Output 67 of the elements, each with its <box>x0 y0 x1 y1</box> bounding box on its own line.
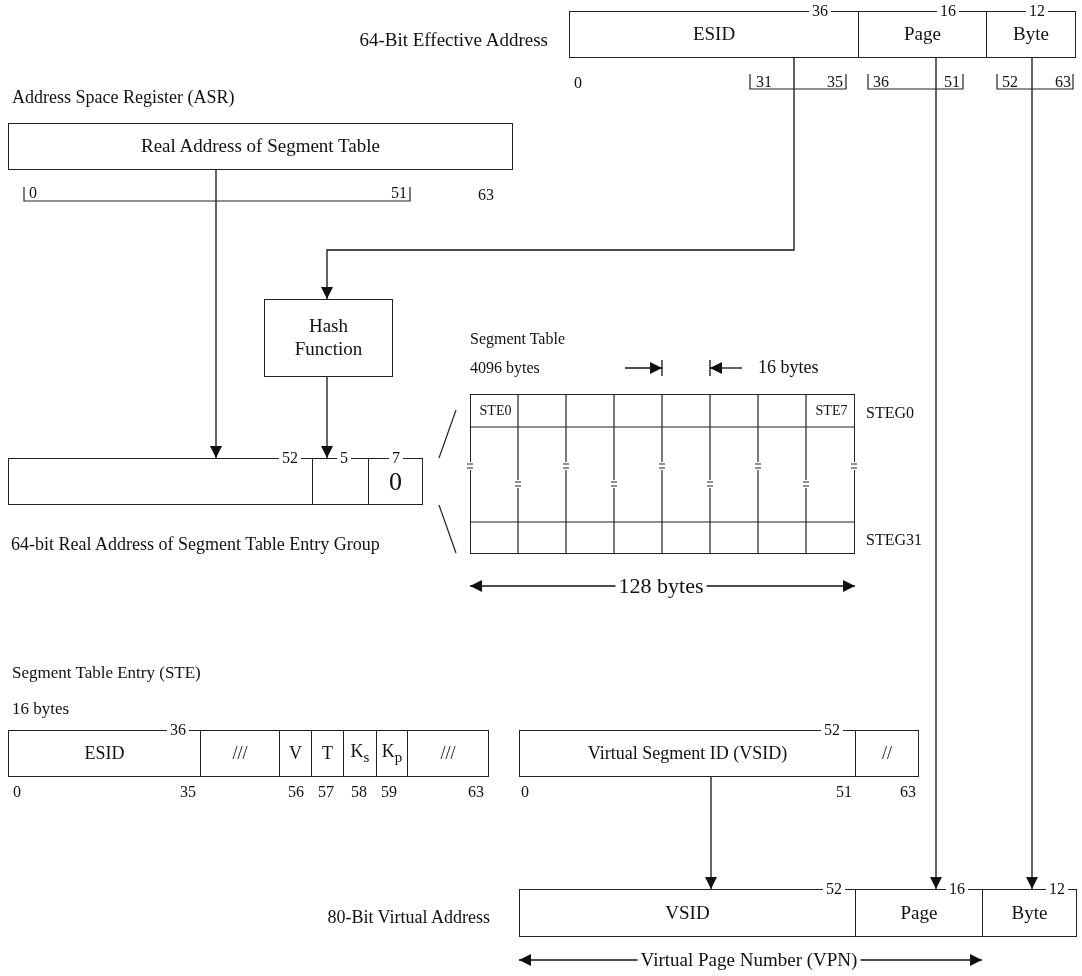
register-content: Real Address of Segment Table <box>141 135 380 158</box>
process-label: Hash Function <box>293 315 364 361</box>
field-name: ESID <box>692 23 736 46</box>
entry-field <box>855 730 919 777</box>
register-title: 64-Bit Effective Address <box>359 29 548 51</box>
arrow <box>321 57 795 300</box>
field-name: Byte <box>1013 23 1049 46</box>
table-title: Segment Table <box>470 330 565 348</box>
bit-number: 57 <box>318 783 334 801</box>
field-name: /// <box>232 742 248 765</box>
bit-number: 51 <box>836 783 852 801</box>
entry-field <box>343 730 377 777</box>
arrow <box>1026 57 1038 890</box>
field-name: ESID <box>84 742 125 765</box>
bit-number: 0 <box>574 74 582 92</box>
field-name: Page <box>904 23 941 46</box>
field-value: 0 <box>389 465 402 498</box>
field-name: Virtual Segment ID (VSID) <box>587 742 788 765</box>
bit-number: 63 <box>1055 73 1071 91</box>
field-name: T <box>322 742 333 765</box>
bit-number: 56 <box>288 783 304 801</box>
bit-number: 58 <box>351 783 367 801</box>
arrow <box>321 376 333 459</box>
table-size: 4096 bytes <box>470 359 540 377</box>
field-name: /// <box>440 742 456 765</box>
address-caption: 64-bit Real Address of Segment Table Entry Group <box>11 535 380 555</box>
arrow <box>930 57 942 890</box>
bit-number: 59 <box>381 783 397 801</box>
entry-field <box>311 730 344 777</box>
register-box <box>8 123 513 170</box>
dimension-label: Virtual Page Number (VPN) <box>637 949 861 971</box>
field-name: K$_{s}$ <box>350 741 370 766</box>
process-box <box>264 299 393 377</box>
dimension-label: 16 bytes <box>758 358 819 378</box>
field-name: Page <box>900 901 938 925</box>
entry-field <box>407 730 489 777</box>
bit-number: 0 <box>521 783 529 801</box>
bit-number: 52 <box>1002 73 1018 91</box>
row-label: STEG31 <box>866 531 922 549</box>
entry-label: STE0 <box>479 403 512 420</box>
field-name: K$_{p}$ <box>381 741 403 766</box>
entry-label: STE7 <box>815 403 848 420</box>
segment-table-grid <box>470 394 855 554</box>
bit-number: 35 <box>827 73 843 91</box>
entry-field <box>279 730 312 777</box>
bit-number: 63 <box>478 186 494 204</box>
bit-number: 0 <box>13 783 21 801</box>
bit-number: 63 <box>900 783 916 801</box>
arrow <box>210 169 222 459</box>
bit-number: 51 <box>391 184 407 202</box>
entry-size: 16 bytes <box>12 699 70 719</box>
bit-number: 63 <box>468 783 484 801</box>
field-name: // <box>882 742 892 765</box>
bit-number: 35 <box>180 783 196 801</box>
bit-number: 0 <box>29 184 37 202</box>
row-label: STEG0 <box>866 404 914 422</box>
register-title: 80-Bit Virtual Address <box>327 908 490 928</box>
field-name: V <box>289 742 302 765</box>
arrow <box>705 776 717 890</box>
entry-field <box>376 730 408 777</box>
field-name: VSID <box>665 901 710 925</box>
register-title: Segment Table Entry (STE) <box>12 663 201 683</box>
bit-number: 51 <box>944 73 960 91</box>
entry-field <box>200 730 280 777</box>
field-name: Byte <box>1011 901 1048 925</box>
bit-number: 31 <box>756 73 772 91</box>
bit-number: 36 <box>873 73 889 91</box>
